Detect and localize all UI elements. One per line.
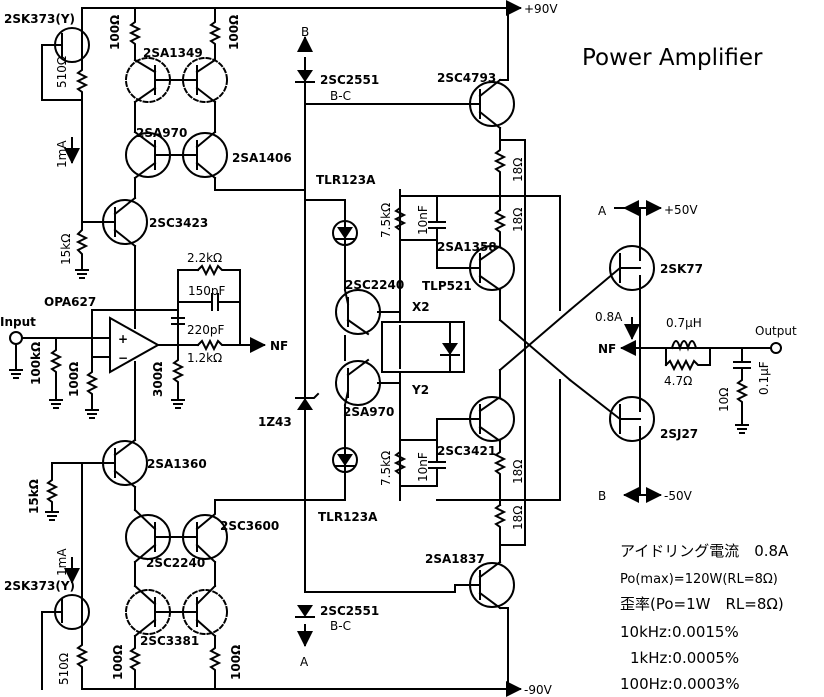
value-0p7uh: 0.7μH [666,316,702,330]
spec-line-3: 歪率(Po=1W RL=8Ω) [620,595,784,613]
rail-label-b-top: B [301,25,309,39]
value-18-1: 18Ω [511,158,525,182]
part-2sa1406: 2SA1406 [232,151,292,165]
rail-label-a-right: A [598,204,607,218]
part-2sc2551-bot: 2SC2551 [320,604,379,618]
value-220p: 220pF [187,323,225,337]
part-2sc2551-top: 2SC2551 [320,73,379,87]
value-15k-bot: 15kΩ [27,479,41,514]
mosfet-output [609,200,782,503]
value-7k5-top: 7.5kΩ [379,203,393,238]
vas-bottom [45,438,148,521]
output-stage [436,7,622,690]
value-0p1uf: 0.1μF [757,361,771,395]
value-1ma-top: 1mA [55,140,69,168]
value-18-2: 18Ω [511,208,525,232]
part-2sa1358: 2SA1358 [437,240,497,254]
value-1k2: 1.2kΩ [187,351,222,365]
value-2k2: 2.2kΩ [187,251,222,265]
part-2sc3423: 2SC3423 [149,216,208,230]
opamp-minus: − [118,351,128,365]
part-tlr123a-bot: TLR123A [318,510,378,524]
value-100-in: 100Ω [67,362,81,397]
spec-line-2: Po(max)=120W(RL=8Ω) [620,572,778,587]
mirror-top [125,7,228,133]
bias-string [295,36,456,647]
value-10n-bot: 10nF [416,452,430,482]
opamp-section [9,263,266,441]
part-2sa1360: 2SA1360 [147,457,207,471]
rail-label-neg90: -90V [524,683,553,697]
io-input-label: Input [0,315,36,329]
io-nf-label: NF [270,339,288,353]
label-y2: Y2 [411,383,429,397]
mirror-bottom [125,584,228,690]
value-100k: 100kΩ [29,342,43,385]
value-100-a: 100Ω [108,15,122,50]
value-18-3: 18Ω [511,460,525,484]
rail-label-pos50: +50V [664,203,698,217]
part-2sc4793: 2SC4793 [437,71,496,85]
io-nf2-label: NF [598,342,616,356]
part-2sa1837: 2SA1837 [425,552,485,566]
value-100-b: 100Ω [227,15,241,50]
part-2sk373-top: 2SK373(Y) [4,12,75,26]
part-2sk77: 2SK77 [660,262,703,276]
label-x2: X2 [412,300,430,314]
part-2sk373-bot: 2SK373(Y) [4,579,75,593]
value-15k-top: 15kΩ [59,234,73,265]
spec-line-1: アイドリング電流 0.8A [620,542,789,560]
rail-label-b-right: B [598,489,606,503]
part-2sa970-top: 2SA970 [136,126,187,140]
diagram-title: Power Amplifier [582,45,763,71]
part-2sc3421: 2SC3421 [437,444,496,458]
value-18-4: 18Ω [511,506,525,530]
opamp-plus: + [118,332,128,346]
rail-wires [81,0,522,697]
part-2sc3600: 2SC3600 [220,519,279,533]
part-opa627: OPA627 [44,295,96,309]
part-2sa970-mid: 2SA970 [343,405,394,419]
value-1ma-bot: 1mA [55,548,69,576]
value-300: 300Ω [151,362,165,397]
value-4k7: 4.7Ω [664,374,692,388]
cascode-top [125,130,306,199]
value-100-d: 100Ω [229,645,243,680]
value-idle-current: 0.8A [595,310,623,324]
part-2sj27: 2SJ27 [660,427,698,441]
part-2sa1349: 2SA1349 [143,46,203,60]
value-10ohm: 10Ω [717,388,731,412]
rail-label-a-bot: A [300,655,309,669]
rail-label-neg50: -50V [664,489,693,503]
part-tlr123a-top: TLR123A [316,173,376,187]
cascode-bottom [125,499,306,587]
value-510-top: 510Ω [55,56,69,88]
vbe-multiplier [335,189,465,501]
io-output-label: Output [755,324,797,338]
rail-label-pos90: +90V [524,2,558,16]
value-100-c: 100Ω [111,645,125,680]
label-bc-bot: B-C [330,619,351,633]
vas-top [81,196,148,311]
part-1z43: 1Z43 [258,415,292,429]
value-10n-top: 10nF [416,205,430,235]
spec-line-4: 10kHz:0.0015% [620,623,739,641]
value-7k5-bot: 7.5kΩ [379,451,393,486]
part-2sc2240-mid: 2SC2240 [345,278,404,292]
part-2sc3381: 2SC3381 [140,634,199,648]
input-jack[interactable] [9,331,23,345]
output-jack[interactable] [770,342,782,354]
spec-line-5: 1kHz:0.0005% [630,649,739,667]
ccs-bottom [41,462,90,690]
ccs-top [41,7,90,279]
value-150p: 150pF [188,284,226,298]
part-2sc2240-bot: 2SC2240 [146,556,205,570]
bias-rc [393,195,561,487]
spec-line-6: 100Hz:0.0003% [620,675,740,693]
value-510-bot: 510Ω [57,653,71,685]
label-bc-top: B-C [330,89,351,103]
part-tlp521: TLP521 [422,279,472,293]
